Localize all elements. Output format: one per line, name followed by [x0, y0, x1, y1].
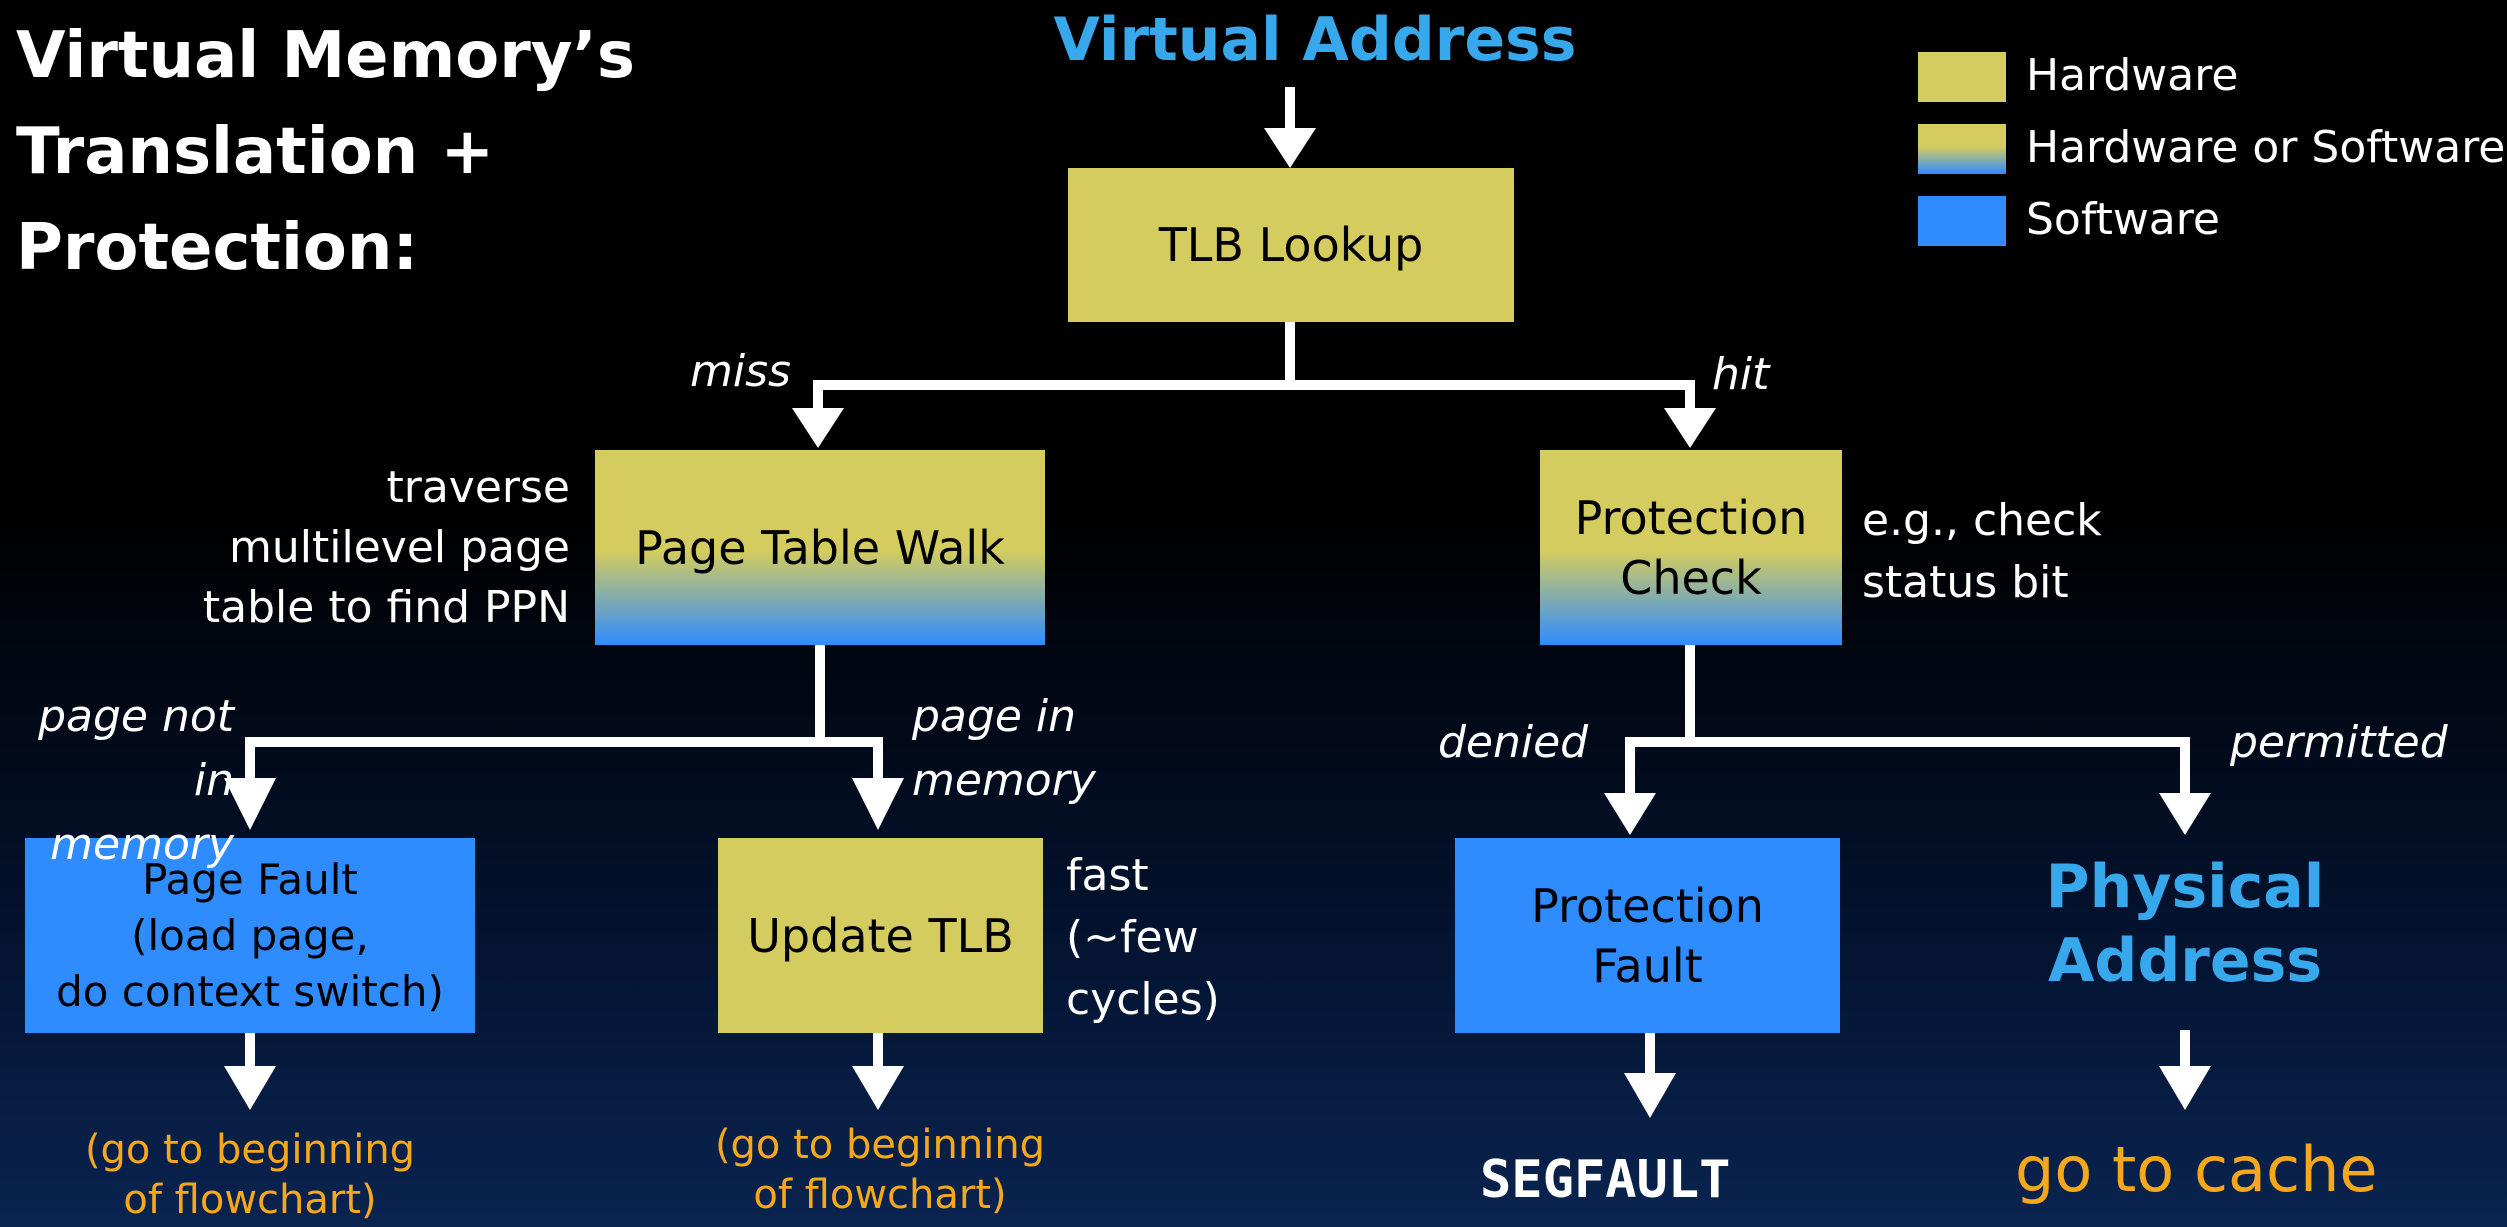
legend-label-hardware: Hardware: [2026, 50, 2239, 101]
physical-address-label: Physical Address: [2045, 852, 2325, 996]
update-tlb-box: Update TLB: [718, 838, 1043, 1033]
protection-fault-box: Protection Fault: [1455, 838, 1840, 1033]
legend-swatch-hardware-or-software: [1918, 124, 2006, 174]
legend-swatch-hardware: [1918, 52, 2006, 102]
legend-label-hardware-or-software: Hardware or Software: [2026, 122, 2506, 173]
slide-title: Virtual Memory’s Translation + Protectio…: [16, 19, 635, 285]
virtual-address-label: Virtual Address: [1053, 5, 1577, 75]
edge-label-miss: miss: [690, 346, 791, 397]
edge-label-page-not-in-memory: page not in memory: [38, 691, 234, 870]
protection-check-box: Protection Check: [1540, 450, 1842, 645]
goto-beginning-left: (go to beginning of flowchart): [84, 1127, 416, 1223]
edge-label-permitted: permitted: [2230, 717, 2448, 768]
goto-beginning-right: (go to beginning of flowchart): [714, 1122, 1046, 1218]
segfault-label: SEGFAULT: [1480, 1150, 1731, 1210]
page-fault-box: Page Fault (load page, do context switch…: [25, 838, 475, 1033]
page-table-walk-box: Page Table Walk: [595, 450, 1045, 645]
note-traverse: traverse multilevel page table to find P…: [202, 462, 570, 633]
legend-swatch-software: [1918, 196, 2006, 246]
edge-label-page-in-memory: page in memory: [912, 691, 1096, 806]
legend-label-software: Software: [2026, 194, 2220, 245]
tlb-lookup-box: TLB Lookup: [1068, 168, 1514, 322]
edge-label-denied: denied: [1438, 717, 1589, 768]
note-fast: fast (~few cycles): [1066, 850, 1220, 1025]
go-to-cache-label: go to cache: [2015, 1133, 2378, 1206]
note-check-status: e.g., check status bit: [1862, 495, 2102, 608]
edge-label-hit: hit: [1712, 349, 1770, 400]
